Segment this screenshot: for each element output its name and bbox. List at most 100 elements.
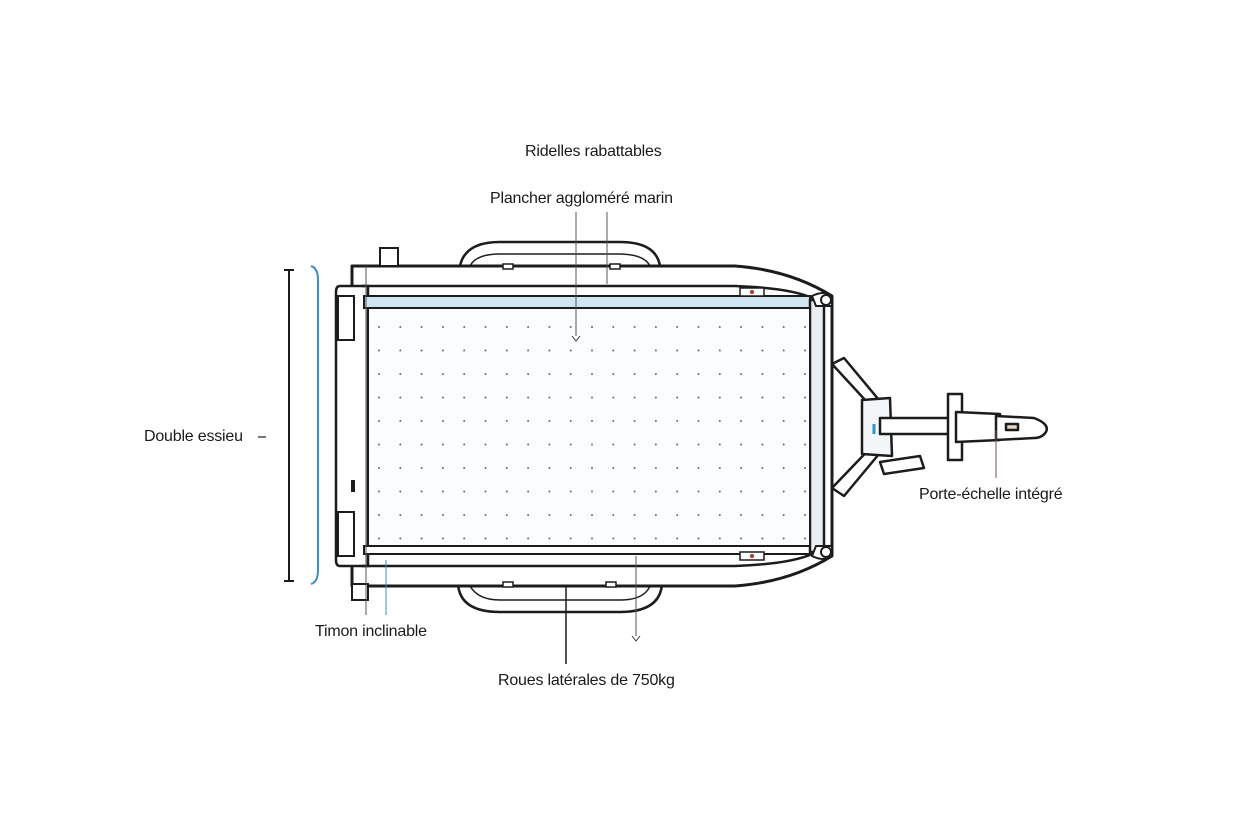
floor-dot <box>527 467 530 469</box>
floor-dot <box>548 514 551 516</box>
floor-dot <box>527 514 530 516</box>
floor-dot <box>676 537 679 540</box>
floor-dot <box>420 373 423 375</box>
floor-dot <box>569 349 572 352</box>
floor-dot <box>782 373 785 375</box>
floor-dot <box>612 537 615 540</box>
floor-dot <box>740 537 743 540</box>
floor-dot <box>654 396 657 399</box>
floor-dot <box>804 420 806 422</box>
floor-dot <box>654 467 657 469</box>
floor-dot <box>804 537 806 540</box>
floor-dot <box>505 490 508 493</box>
floor-dot <box>782 537 785 540</box>
floor-dot <box>399 514 402 516</box>
floor-dot <box>633 514 636 516</box>
label-plancher-agglomere-marin: Plancher aggloméré marin <box>490 190 673 207</box>
floor-dot <box>804 349 806 352</box>
floor-dot <box>591 349 593 352</box>
floor-dot <box>633 326 636 328</box>
floor-dot <box>697 396 700 399</box>
floor-dot <box>676 443 679 446</box>
floor-dot <box>718 373 721 375</box>
floor-dot <box>591 443 593 446</box>
floor-dot <box>548 396 551 399</box>
floor-dot <box>399 326 402 328</box>
floor-dot <box>676 349 679 352</box>
floor-dot <box>782 349 785 352</box>
floor-dot <box>633 420 636 422</box>
floor-dot <box>612 514 615 516</box>
floor-dot <box>569 537 572 540</box>
floor-dot <box>633 490 636 493</box>
floor-dot <box>633 443 636 446</box>
floor-dot <box>740 514 743 516</box>
floor-dot <box>527 326 530 328</box>
floor-dot <box>761 467 764 469</box>
floor-dot <box>612 373 615 375</box>
floor-dot <box>591 467 593 469</box>
floor-dot <box>612 396 615 399</box>
floor-dot-grid <box>378 326 806 540</box>
floor-dot <box>676 467 679 469</box>
floor-dot <box>484 490 487 493</box>
floor-dot <box>740 396 743 399</box>
floor-dot <box>420 467 423 469</box>
floor-dot <box>420 537 423 540</box>
floor-dot <box>484 326 487 328</box>
floor-dot <box>761 373 764 375</box>
floor-dot <box>399 373 402 375</box>
floor-dot <box>463 396 466 399</box>
floor-dot <box>420 420 423 422</box>
floor-dot <box>654 349 657 352</box>
floor-dot <box>740 373 743 375</box>
floor-dot <box>676 420 679 422</box>
floor-dot <box>569 396 572 399</box>
floor-dot <box>527 349 530 352</box>
floor-dot <box>569 514 572 516</box>
floor-dot <box>718 326 721 328</box>
floor-dot <box>761 326 764 328</box>
floor-dot <box>591 490 593 493</box>
floor-dot <box>804 373 806 375</box>
floor-dot <box>697 349 700 352</box>
floor-dot <box>505 373 508 375</box>
floor-dot <box>740 443 743 446</box>
floor-dot <box>548 467 551 469</box>
floor-dot <box>505 514 508 516</box>
floor-dot <box>676 490 679 493</box>
floor-dot <box>612 349 615 352</box>
floor-dot <box>463 443 466 446</box>
floor-dot <box>484 537 487 540</box>
label-porte-echelle-integre: Porte-échelle intégré <box>919 486 1063 503</box>
floor-dot <box>527 373 530 375</box>
floor-dot <box>676 373 679 375</box>
floor-dot <box>505 326 508 328</box>
floor-dot <box>612 467 615 469</box>
floor-dot <box>761 349 764 352</box>
floor-dot <box>378 490 380 493</box>
floor-dot <box>804 326 806 328</box>
floor-dot <box>697 420 700 422</box>
floor-dot <box>654 326 657 328</box>
floor-dot <box>569 490 572 493</box>
floor-dot <box>378 467 380 469</box>
floor-dot <box>463 420 466 422</box>
floor-dot <box>761 514 764 516</box>
floor-dot <box>399 490 402 493</box>
floor-dot <box>761 537 764 540</box>
floor-dot <box>548 420 551 422</box>
floor-dot <box>676 326 679 328</box>
floor-dot <box>591 537 593 540</box>
floor-dot <box>399 443 402 446</box>
floor-dot <box>718 467 721 469</box>
floor-dot <box>697 514 700 516</box>
floor-dot <box>484 373 487 375</box>
label-ridelles-rabattables: Ridelles rabattables <box>525 143 662 160</box>
floor-dot <box>654 373 657 375</box>
floor-dot <box>484 443 487 446</box>
floor-dot <box>463 490 466 493</box>
floor-dot <box>569 443 572 446</box>
floor-dot <box>782 326 785 328</box>
floor-dot <box>761 396 764 399</box>
